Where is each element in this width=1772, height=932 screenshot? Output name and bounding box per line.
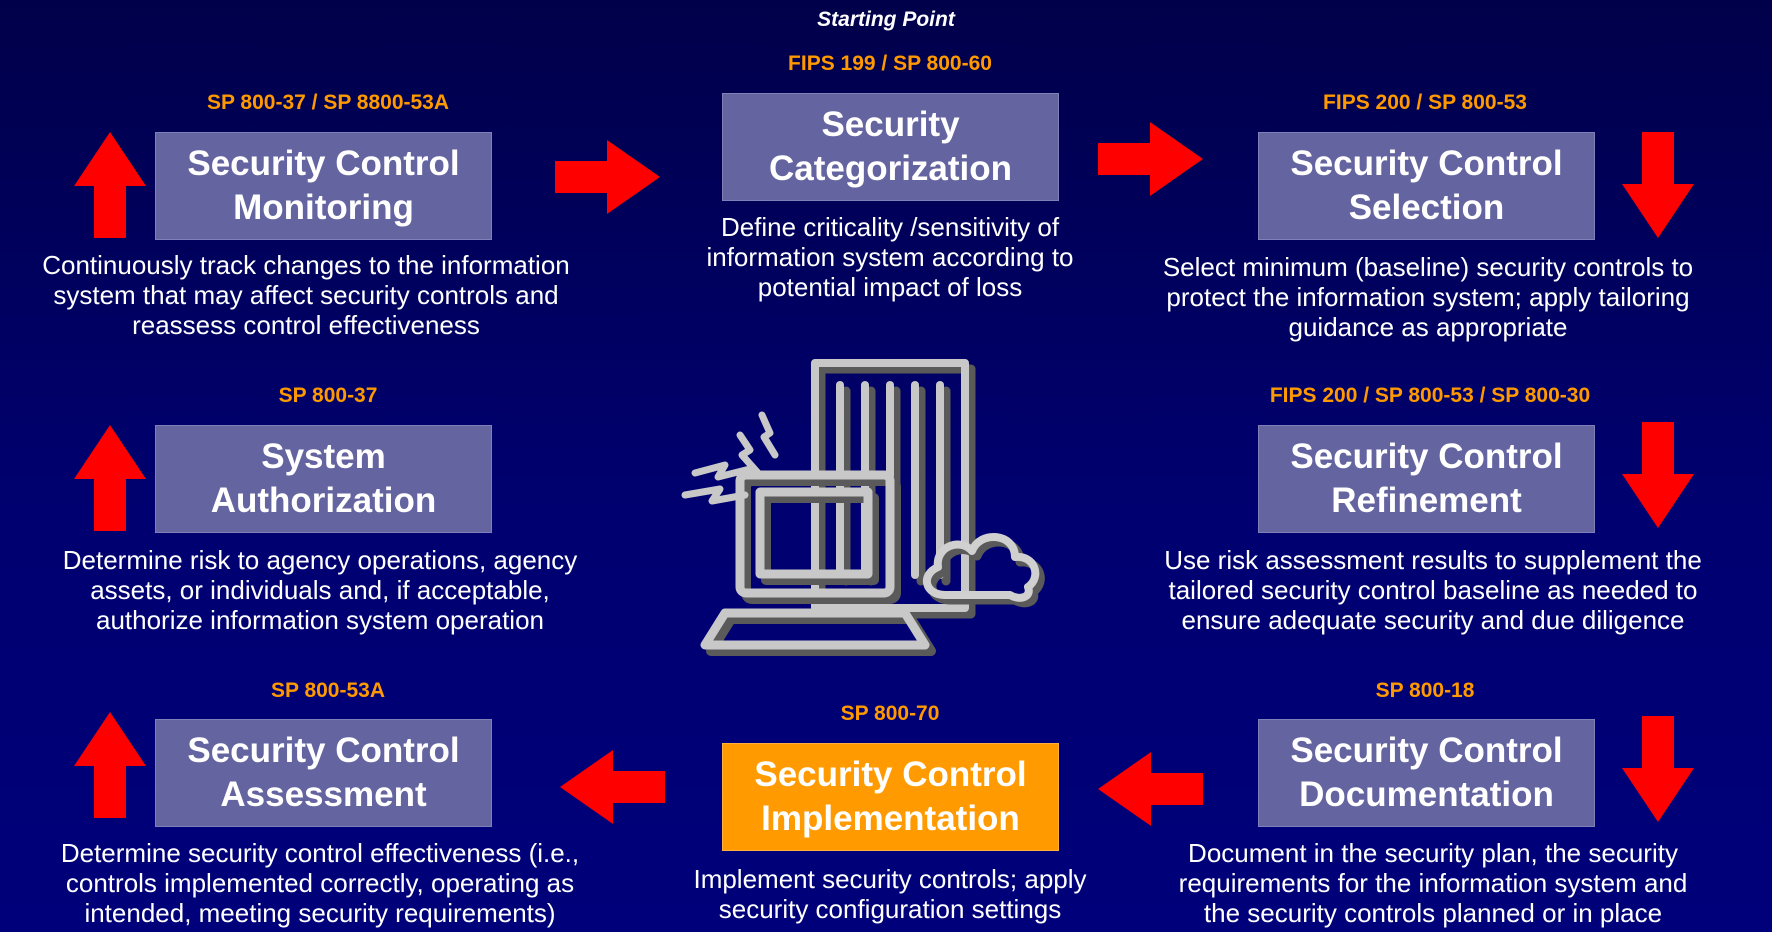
assessment-description: Determine security control effectiveness… — [10, 838, 630, 928]
box-title-line-1: System — [261, 437, 386, 476]
description-line: guidance as appropriate — [1288, 312, 1568, 342]
left-arrow-icon — [560, 750, 665, 824]
documentation-description: Document in the security plan, the secur… — [1128, 838, 1738, 928]
box-title-line-1: Security Control — [187, 731, 460, 770]
monitoring-reference: SP 800-37 / SP 8800-53A — [206, 91, 450, 114]
box-title-line-1: Security Control — [1290, 731, 1563, 770]
refinement-description: Use risk assessment results to supplemen… — [1118, 545, 1748, 635]
down-arrow-icon — [1622, 422, 1694, 528]
description-line: Use risk assessment results to supplemen… — [1164, 545, 1702, 575]
selection-reference: FIPS 200 / SP 800-53 — [1323, 91, 1527, 114]
description-line: Implement security controls; apply — [693, 864, 1087, 894]
description-line: Determine security control effectiveness… — [60, 838, 580, 868]
box-title-line-1: Security Control — [1290, 437, 1563, 476]
box-title-line-1: Security Control — [187, 144, 460, 183]
description-line: Define criticality /sensitivity of — [720, 212, 1060, 242]
categorization-reference: FIPS 199 / SP 800-60 — [788, 52, 992, 75]
security-control-monitoring-box: Security Control Monitoring — [155, 132, 492, 240]
description-line: assets, or individuals and, if acceptabl… — [90, 575, 550, 605]
security-control-implementation-box: Security Control Implementation — [722, 743, 1059, 851]
description-line: information system according to — [706, 242, 1074, 272]
box-title-line-2: Selection — [1348, 188, 1505, 227]
authorization-reference: SP 800-37 — [278, 384, 378, 407]
box-title-line-1: Security — [821, 105, 960, 144]
security-control-documentation-box: Security Control Documentation — [1258, 719, 1595, 827]
refinement-reference: FIPS 200 / SP 800-53 / SP 800-30 — [1269, 384, 1591, 407]
description-line: Determine risk to agency operations, age… — [62, 545, 578, 575]
right-arrow-icon — [1098, 122, 1203, 196]
categorization-description: Define criticality /sensitivity of infor… — [665, 212, 1115, 302]
up-arrow-icon — [74, 132, 146, 238]
implementation-reference: SP 800-70 — [840, 702, 940, 725]
assessment-reference: SP 800-53A — [270, 679, 386, 702]
box-title-line-1: Security Control — [754, 755, 1027, 794]
box-title-line-2: Implementation — [761, 799, 1020, 838]
description-line: potential impact of loss — [757, 272, 1023, 302]
security-control-selection-box: Security Control Selection — [1258, 132, 1595, 240]
security-control-refinement-box: Security Control Refinement — [1258, 425, 1595, 533]
security-categorization-box: Security Categorization — [722, 93, 1059, 201]
box-title-line-2: Categorization — [768, 149, 1013, 188]
description-line: reassess control effectiveness — [132, 310, 480, 340]
box-title-line-2: Monitoring — [233, 188, 414, 227]
left-arrow-icon — [1098, 752, 1203, 826]
up-arrow-icon — [74, 712, 146, 818]
description-line: Select minimum (baseline) security contr… — [1162, 252, 1694, 282]
description-line: security configuration settings — [718, 894, 1062, 924]
box-title-line-2: Refinement — [1331, 481, 1522, 520]
right-arrow-icon — [555, 140, 660, 214]
box-title-line-1: Security Control — [1290, 144, 1563, 183]
monitoring-description: Continuously track changes to the inform… — [0, 250, 612, 340]
implementation-description: Implement security controls; apply secur… — [660, 864, 1120, 924]
documentation-reference: SP 800-18 — [1375, 679, 1475, 702]
computer-server-cloud-icon — [681, 359, 1045, 656]
description-line: ensure adequate security and due diligen… — [1181, 605, 1685, 635]
description-line: Document in the security plan, the secur… — [1188, 838, 1678, 868]
selection-description: Select minimum (baseline) security contr… — [1118, 252, 1738, 342]
down-arrow-icon — [1622, 716, 1694, 822]
authorization-description: Determine risk to agency operations, age… — [10, 545, 630, 635]
description-line: protect the information system; apply ta… — [1166, 282, 1690, 312]
description-line: Continuously track changes to the inform… — [42, 250, 570, 280]
box-title-line-2: Assessment — [220, 775, 427, 814]
description-line: tailored security control baseline as ne… — [1168, 575, 1698, 605]
description-line: authorize information system operation — [95, 605, 544, 635]
box-title-line-2: Authorization — [210, 481, 437, 520]
security-control-assessment-box: Security Control Assessment — [155, 719, 492, 827]
description-line: intended, meeting security requirements) — [84, 898, 556, 928]
description-line: requirements for the information system … — [1178, 868, 1688, 898]
description-line: controls implemented correctly, operatin… — [65, 868, 575, 898]
starting-point-label: Starting Point — [817, 8, 955, 31]
up-arrow-icon — [74, 425, 146, 531]
down-arrow-icon — [1622, 132, 1694, 238]
description-line: system that may affect security controls… — [53, 280, 559, 310]
description-line: the security controls planned or in plac… — [1203, 898, 1663, 928]
box-title-line-2: Documentation — [1299, 775, 1554, 814]
system-authorization-box: System Authorization — [155, 425, 492, 533]
